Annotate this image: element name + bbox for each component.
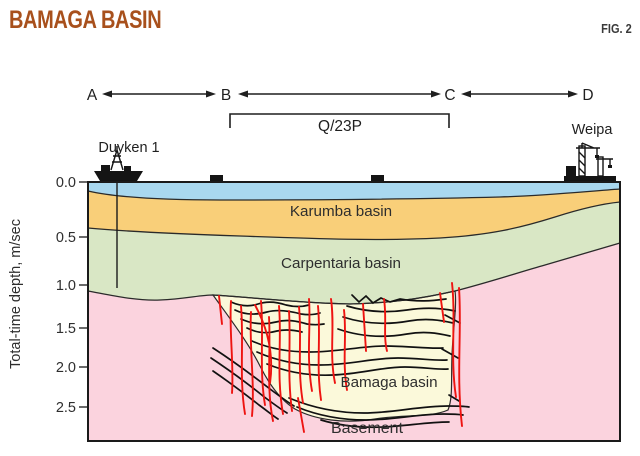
fault — [330, 298, 336, 384]
duyken-well: Duyken 1 — [94, 140, 160, 288]
reflector — [320, 419, 450, 429]
arrowhead-icon — [206, 90, 216, 98]
drillship-icon — [94, 146, 143, 181]
well-label: Duyken 1 — [98, 140, 159, 156]
port-cranes-icon — [564, 142, 616, 182]
reflector — [288, 397, 470, 414]
bamaga-basin-label: Bamaga basin — [340, 374, 437, 391]
boat-icon — [371, 175, 384, 182]
marker-b: B — [221, 87, 231, 104]
axis-tick-label: 1.5 — [56, 321, 76, 337]
water-bottom-boundary — [87, 188, 621, 201]
fault — [362, 303, 367, 352]
reflector — [351, 294, 447, 305]
arrowhead-icon — [461, 90, 471, 98]
fault — [268, 316, 274, 422]
permit-bracket — [229, 113, 450, 128]
reflector-dash — [441, 348, 459, 359]
fault — [218, 295, 223, 325]
fault — [383, 298, 388, 352]
reflector — [266, 363, 449, 377]
y-axis: 0.0 0.5 1.0 1.5 2.0 2.5 Total-time depth… — [8, 175, 88, 416]
fault — [260, 300, 266, 406]
weipa-site: Weipa — [564, 122, 616, 182]
reflector — [337, 328, 451, 338]
permit-label: Q/23P — [318, 118, 362, 135]
carpentaria-bottom-boundary — [87, 242, 621, 305]
marker-d: D — [582, 87, 593, 104]
fault — [317, 305, 322, 401]
boat-icon — [210, 175, 223, 182]
fault — [249, 311, 254, 417]
marker-a: A — [87, 87, 98, 104]
basement-label: Basement — [331, 420, 404, 437]
fault — [458, 287, 463, 427]
fault — [288, 310, 293, 412]
axis-tick-label: 0.0 — [56, 175, 76, 191]
fault — [298, 306, 304, 404]
axis-tick-label: 2.5 — [56, 400, 76, 416]
arrowhead-icon — [238, 90, 248, 98]
reflector — [230, 301, 310, 308]
fault — [240, 305, 246, 415]
reflector — [296, 406, 464, 421]
water-layer — [88, 182, 620, 200]
layer-boundaries — [87, 188, 621, 305]
town-label: Weipa — [572, 122, 614, 138]
section-markers: A B C D — [87, 87, 594, 104]
permit-annotation: Q/23P — [229, 113, 450, 135]
carpentaria-basin-label: Carpentaria basin — [281, 255, 401, 272]
y-axis-title: Total-time depth, m/sec — [8, 219, 24, 369]
plot-border — [87, 181, 621, 442]
fault — [439, 292, 445, 323]
fault — [229, 300, 234, 394]
reflector — [342, 316, 454, 325]
fault — [451, 282, 457, 398]
figure-number: FIG. 2 — [601, 22, 632, 36]
reflector — [256, 351, 448, 366]
fault — [278, 305, 284, 415]
reflector — [251, 340, 444, 353]
reflector — [240, 318, 325, 326]
fault — [297, 397, 305, 433]
karumba-bottom-boundary — [87, 201, 621, 241]
arrowhead-icon — [102, 90, 112, 98]
fault — [343, 309, 348, 391]
axis-tick-label: 2.0 — [56, 360, 76, 376]
arrowhead-icon — [431, 90, 441, 98]
karumba-basin-label: Karumba basin — [290, 203, 392, 220]
reflector-dash — [448, 394, 460, 402]
axis-tick-label: 0.5 — [56, 230, 76, 246]
axis-tick-label: 1.0 — [56, 278, 76, 294]
fault-lines — [218, 282, 463, 433]
marker-c: C — [444, 87, 455, 104]
figure-title: BAMAGA BASIN — [9, 6, 162, 34]
arrowhead-icon — [568, 90, 578, 98]
reflector — [246, 327, 303, 334]
fault — [254, 304, 273, 384]
fault — [307, 298, 313, 392]
